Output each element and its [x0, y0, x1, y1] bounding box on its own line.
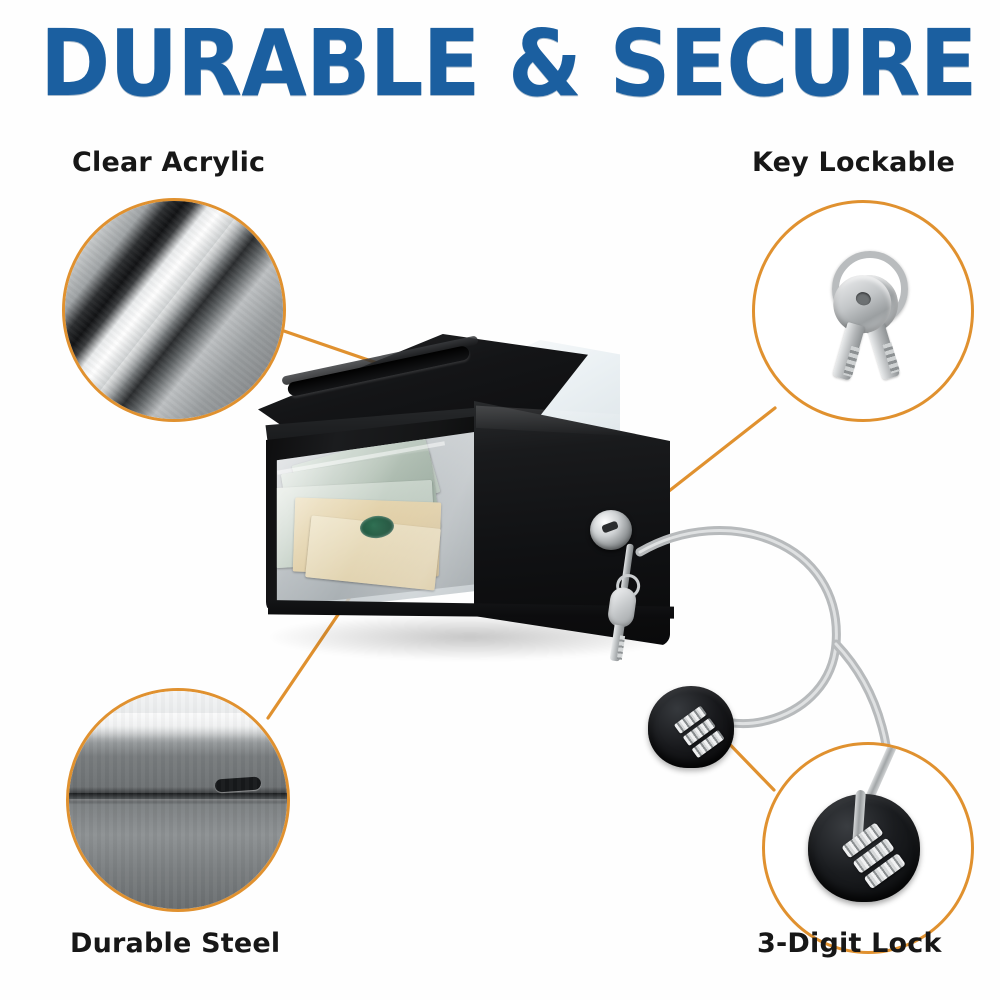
- feature-label-durable-steel: Durable Steel: [70, 928, 281, 959]
- feature-label-key-lockable: Key Lockable: [752, 147, 955, 178]
- combination-lock-dials[interactable]: [673, 704, 730, 762]
- callout-clear-acrylic[interactable]: [62, 198, 286, 422]
- combination-lock-icon: [765, 745, 971, 951]
- product-cash-box: [250, 318, 895, 833]
- two-keys-on-ring-icon: [755, 203, 971, 419]
- callout-3-digit-lock[interactable]: [762, 742, 974, 954]
- feature-label-3-digit-lock: 3-Digit Lock: [757, 928, 942, 959]
- callout-key-lockable[interactable]: [752, 200, 974, 422]
- page-title: DURABLE & SECURE: [40, 10, 977, 117]
- acrylic-panel-closeup-icon: [65, 201, 283, 419]
- steel-panel-closeup-icon: [69, 691, 287, 909]
- combination-lock-body[interactable]: [648, 686, 734, 768]
- callout-durable-steel[interactable]: [66, 688, 290, 912]
- feature-label-clear-acrylic: Clear Acrylic: [72, 147, 266, 178]
